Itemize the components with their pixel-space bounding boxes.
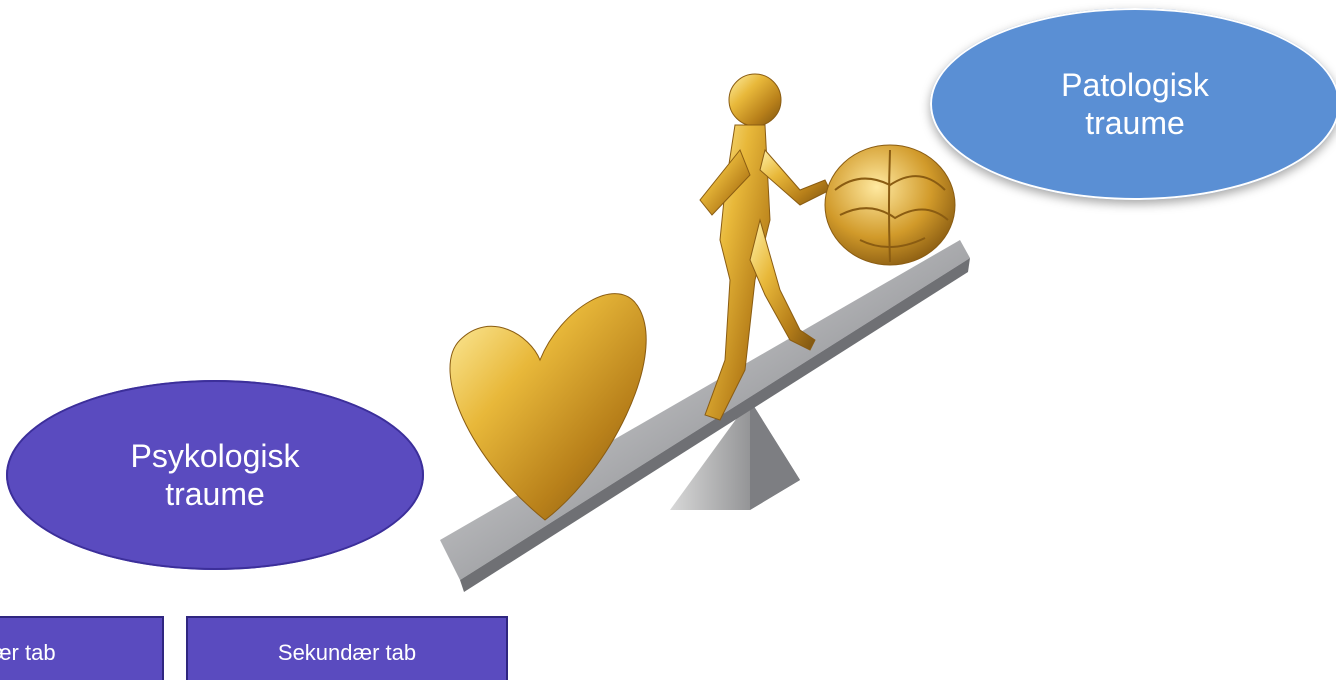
brain-shape (825, 145, 955, 265)
sekundaer-tab-box: Sekundær tab (186, 616, 508, 680)
patologisk-traume-label: Patologisk traume (1061, 66, 1209, 142)
patologisk-traume-ellipse: Patologisk traume (930, 8, 1336, 200)
psykologisk-traume-label: Psykologisk traume (131, 437, 300, 513)
primaer-tab-box: ær tab (0, 616, 164, 680)
psykologisk-traume-ellipse: Psykologisk traume (6, 380, 424, 570)
primaer-tab-label: ær tab (0, 640, 56, 666)
seesaw-heart-brain-illustration (420, 40, 990, 660)
sekundaer-tab-label: Sekundær tab (278, 640, 416, 666)
